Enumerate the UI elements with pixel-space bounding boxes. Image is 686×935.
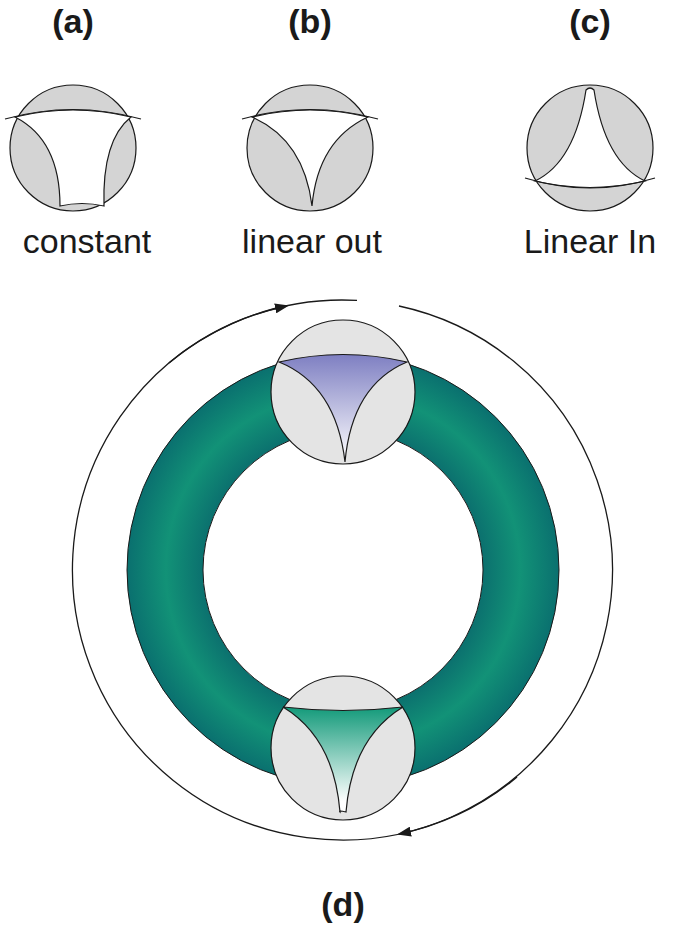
constant-profile [5,85,141,211]
top-window [271,320,415,464]
panel-letter: (c) [569,4,611,38]
linear-in-profile [525,85,655,211]
bottom-window [271,676,415,820]
profile-name: constant [23,224,152,258]
rotating-ring [72,300,612,840]
profile-name: Linear In [524,224,656,258]
panel-letter: (b) [288,4,331,38]
profile-name: linear out [242,224,382,258]
linear-out-profile [242,85,378,211]
panel-letter: (a) [52,4,94,38]
panel-letter: (d) [321,887,364,921]
